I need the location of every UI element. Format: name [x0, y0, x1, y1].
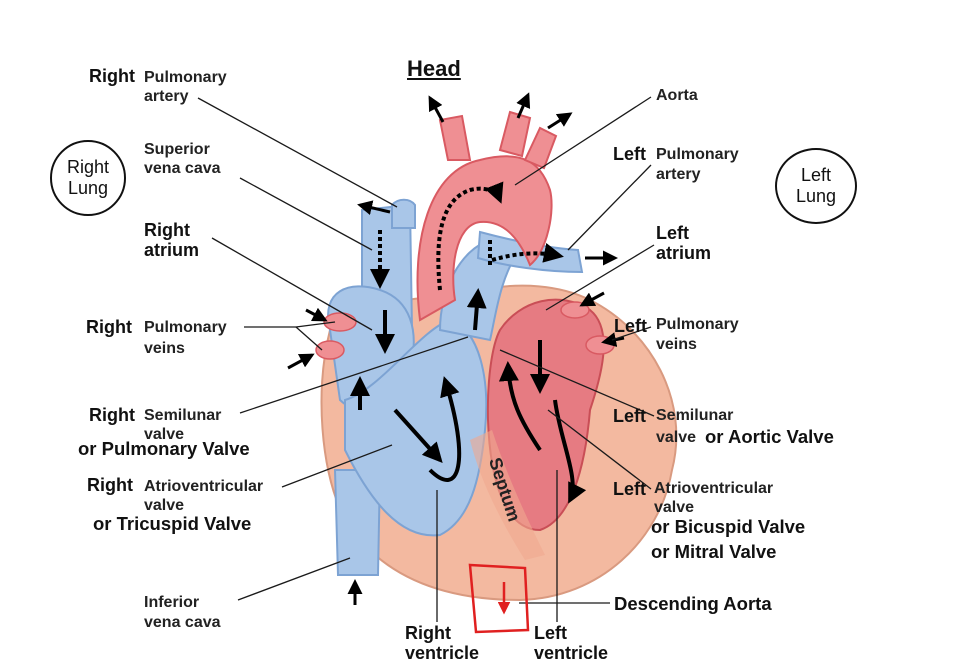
- right-av-prefix: Right: [87, 475, 133, 495]
- right-ventricle-shape: [344, 318, 488, 537]
- left-ventricle-label-1: Left: [534, 623, 567, 643]
- right-pulmonary-artery-prefix: Right: [89, 66, 135, 86]
- left-av-label: Atrioventricular: [654, 480, 774, 497]
- bicuspid-valve-label: or Bicuspid Valve: [651, 516, 806, 537]
- right-pulmonary-veins-label: Pulmonary: [144, 319, 227, 336]
- descending-aorta-label: Descending Aorta: [614, 593, 772, 614]
- aorta-label: Aorta: [656, 87, 698, 104]
- pulmonary-valve-label: or Pulmonary Valve: [78, 438, 250, 459]
- right-pulmonary-veins-sub: veins: [144, 340, 185, 357]
- left-atrium-label-1: Left: [656, 223, 689, 243]
- descending-aorta-annotation: [468, 563, 530, 634]
- septum-shape: [470, 430, 545, 560]
- right-atrium-label-1: Right: [144, 220, 190, 240]
- left-ventricle-label-2: ventricle: [534, 643, 609, 663]
- flow-arrows: [350, 181, 587, 504]
- superior-vena-cava-label-2: vena cava: [144, 160, 221, 177]
- leader-lines: [197, 96, 655, 622]
- right-ventricle-label-1: Right: [405, 623, 451, 643]
- right-av-label: Atrioventricular: [144, 478, 264, 495]
- left-av-sub: valve: [654, 499, 695, 516]
- left-pulmonary-artery-sub: artery: [656, 166, 701, 183]
- right-pulmonary-veins-prefix: Right: [86, 317, 132, 337]
- left-pulmonary-veins-label: Pulmonary: [656, 316, 739, 333]
- right-pulmonary-artery-sub: artery: [144, 88, 189, 105]
- aorta-shape: [416, 155, 553, 322]
- left-pulmonary-artery-prefix: Left: [613, 144, 646, 164]
- right-pulmonary-veins-shape: [315, 312, 357, 360]
- left-pulmonary-veins-prefix: Left: [614, 316, 647, 336]
- left-semilunar-prefix: Left: [613, 406, 646, 426]
- left-semilunar-sub: valve: [656, 429, 697, 446]
- inferior-vena-cava-label-1: Inferior: [144, 594, 200, 611]
- tricuspid-valve-label: or Tricuspid Valve: [93, 513, 252, 534]
- page-title: Head: [407, 56, 461, 81]
- right-atrium-label-2: atrium: [144, 240, 200, 260]
- aorta-branches: [438, 110, 558, 170]
- superior-vena-cava-label-1: Superior: [144, 141, 210, 158]
- left-av-prefix: Left: [613, 479, 646, 499]
- aortic-valve-label: or Aortic Valve: [705, 426, 834, 447]
- right-pulmonary-artery-label: Pulmonary: [144, 69, 227, 86]
- right-semilunar-label: Semilunar: [144, 407, 222, 424]
- left-semilunar-label: Semilunar: [656, 407, 734, 424]
- left-pulmonary-veins-sub: veins: [656, 336, 697, 353]
- left-atrium-label-2: atrium: [656, 243, 712, 263]
- right-av-sub: valve: [144, 497, 185, 514]
- right-pulmonary-artery-shape: [391, 198, 416, 229]
- right-ventricle-label-2: ventricle: [405, 643, 480, 663]
- right-semilunar-prefix: Right: [89, 405, 135, 425]
- left-pulmonary-artery-label: Pulmonary: [656, 146, 739, 163]
- right-semilunar-sub: valve: [144, 426, 185, 443]
- mitral-valve-label: or Mitral Valve: [651, 541, 777, 562]
- inferior-vena-cava-label-2: vena cava: [144, 614, 221, 631]
